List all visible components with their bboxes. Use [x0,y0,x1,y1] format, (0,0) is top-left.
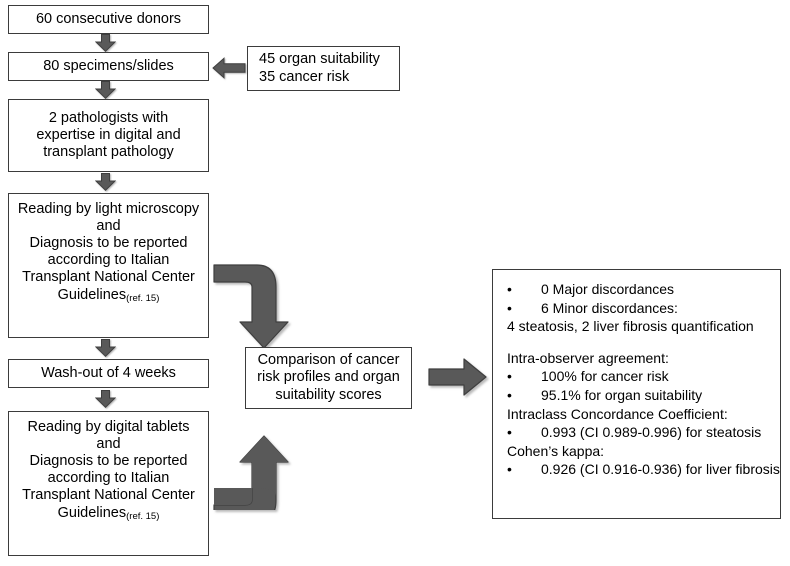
node-reading-light-line1: Reading by light microscopy [17,201,200,217]
node-reading-light-ref: (ref. 15) [126,292,160,304]
results-row-text: Cohen’s kappa: [507,442,605,459]
node-reading-digital-line2: and [96,436,121,453]
node-comparison: Comparison of cancer risk profiles and o… [245,347,412,409]
node-breakdown-line2: 35 cancer risk [259,68,350,85]
arrow-reading-digital-to-comparison [212,418,294,510]
results-row: • 100% for cancer risk [493,367,669,386]
results-row: Intra-observer agreement: [493,349,669,368]
results-row: • 0 Major discordances [493,280,674,299]
node-reading-digital-line6: Guidelines(ref. 15) [58,505,160,522]
node-reading-digital-line3: Diagnosis to be reported [29,453,188,470]
node-specimens: 80 specimens/slides [8,52,209,81]
arrow-washout-to-reading-digital [95,390,116,408]
node-comparison-line2: risk profiles and organ [257,369,400,386]
results-row-text: 0.926 (CI 0.916-0.936) for liver fibrosi… [541,461,780,478]
results-row-text: 6 Minor discordances: [541,299,678,316]
node-reading-digital-line5: Transplant National Center [22,487,195,504]
results-row-text: 4 steatosis, 2 liver fibrosis quantifica… [507,318,754,335]
node-reading-digital-line4: according to Italian [47,470,170,487]
results-row-text: Intraclass Concordance Coefficient: [507,405,728,422]
node-reading-light-line2: and [96,218,121,235]
results-row: Cohen’s kappa: [493,442,604,461]
arrow-specimens-to-pathologists [95,81,116,99]
node-pathologists: 2 pathologists with expertise in digital… [8,99,209,172]
node-reading-digital-tablets: Reading by digital tablets and Diagnosis… [8,411,209,556]
results-row: • 0.926 (CI 0.916-0.936) for liver fibros… [493,460,780,479]
node-sample-breakdown: 45 organ suitability 35 cancer risk [247,46,400,91]
arrow-reading-light-to-washout [95,339,116,357]
results-spacer [493,336,507,349]
node-pathologists-line3: transplant pathology [43,144,174,161]
node-reading-digital-ref: (ref. 15) [126,510,160,522]
arrow-comparison-to-results [428,357,488,397]
node-donors: 60 consecutive donors [8,5,209,34]
bullet-icon: • [507,368,512,385]
node-pathologists-line2: expertise in digital and [36,126,181,143]
bullet-icon: • [507,387,512,404]
arrow-donors-to-specimens [95,34,116,52]
results-row-text: 95.1% for organ suitability [541,387,703,404]
node-donors-text: 60 consecutive donors [35,10,182,27]
arrow-reading-light-to-comparison [212,262,294,352]
node-comparison-line1: Comparison of cancer [257,352,400,369]
bullet-icon: • [507,461,512,478]
node-reading-light-guidelines: Guidelines [57,286,127,303]
node-reading-light-line4: according to Italian [47,252,170,269]
results-row: 4 steatosis, 2 liver fibrosis quantifica… [493,317,754,336]
results-row-text: 0.993 (CI 0.989-0.996) for steatosis [541,424,762,441]
results-row: • 95.1% for organ suitability [493,386,702,405]
node-reading-light-line6: Guidelines(ref. 15) [58,287,160,304]
node-washout-text: Wash-out of 4 weeks [41,364,176,381]
results-row-text: 0 Major discordances [541,281,675,297]
results-row: • 0.993 (CI 0.989-0.996) for steatosis [493,423,761,442]
bullet-icon: • [507,299,512,316]
results-row: Intraclass Concordance Coefficient: [493,405,728,424]
arrow-breakdown-to-specimens [212,57,246,79]
node-reading-digital-line1: Reading by digital tablets [27,419,190,435]
results-row: • 6 Minor discordances: [493,299,678,318]
node-reading-light-microscopy: Reading by light microscopy and Diagnosi… [8,193,209,338]
node-reading-digital-guidelines: Guidelines [57,504,127,521]
node-pathologists-line1: 2 pathologists with [48,109,169,126]
results-row-text: 100% for cancer risk [541,368,669,385]
node-reading-light-line3: Diagnosis to be reported [29,235,188,252]
node-results: • 0 Major discordances • 6 Minor discordanc… [492,269,781,519]
node-reading-light-line5: Transplant National Center [22,269,195,286]
node-specimens-text: 80 specimens/slides [43,57,174,74]
bullet-icon: • [507,424,512,441]
node-washout: Wash-out of 4 weeks [8,359,209,388]
arrow-pathologists-to-reading-light [95,173,116,191]
node-comparison-line3: suitability scores [275,386,382,403]
results-row-text: Intra-observer agreement: [507,349,669,366]
node-breakdown-line1: 45 organ suitability [259,51,380,68]
bullet-icon: • [507,281,512,297]
